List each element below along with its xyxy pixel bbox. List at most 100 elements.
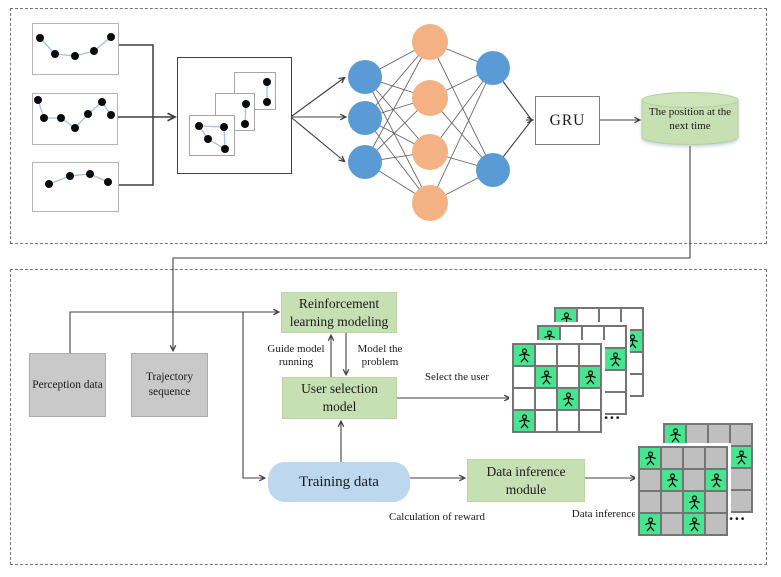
select-user-label: Select the user — [424, 371, 490, 383]
grid-cell — [708, 424, 730, 446]
grid-cell — [730, 468, 752, 490]
grid-cell — [639, 491, 661, 513]
data-inference-label: Data inference — [571, 508, 637, 520]
perception-data-box: Perception data — [29, 353, 106, 417]
grid-cell — [557, 410, 579, 432]
person-icon — [644, 450, 656, 465]
grid-cell-selected — [705, 469, 727, 491]
inference-module-label: Data inference module — [486, 463, 566, 497]
person-icon — [560, 311, 572, 326]
grid-cell — [604, 392, 626, 414]
nn-node — [412, 134, 448, 170]
trajectory-plot — [32, 23, 119, 75]
trajectory-sequence-label: Trajectory sequence — [145, 371, 194, 398]
grid-cell — [683, 469, 705, 491]
training-data-label: Training data — [299, 473, 379, 490]
rl-modeling-label: Reinforcement learning modeling — [289, 295, 389, 329]
trajectory-plot — [32, 93, 118, 145]
grid-cell — [621, 308, 643, 330]
grid-cell — [639, 469, 661, 491]
nn-node — [412, 24, 448, 60]
grid-cell — [604, 370, 626, 392]
grid-cell-selected — [683, 513, 705, 535]
nn-node — [348, 101, 382, 135]
grid-cell — [686, 424, 708, 446]
inference-grid-sheet — [638, 446, 728, 536]
grid-cell-selected — [555, 308, 577, 330]
grid-cell-selected — [661, 469, 683, 491]
selection-grid-sheet — [512, 343, 602, 433]
perception-data-label: Perception data — [32, 378, 103, 391]
nn-node — [476, 51, 510, 85]
grid-cell-selected — [513, 410, 535, 432]
grid-cell — [557, 344, 579, 366]
person-icon — [735, 449, 747, 464]
grid-cell — [579, 410, 601, 432]
grid-cell — [579, 344, 601, 366]
grid-cell — [535, 344, 557, 366]
grid-cell — [557, 366, 579, 388]
position-output-cylinder — [641, 92, 739, 145]
inference-grid-ellipsis: ... — [729, 505, 747, 524]
user-selection-box: User selection model — [282, 377, 397, 419]
cylinder-label: The position at the next time — [648, 106, 732, 133]
nn-node — [348, 145, 382, 179]
trajectory-sequence-box: Trajectory sequence — [131, 353, 208, 417]
grid-cell — [661, 491, 683, 513]
grid-cell-selected — [639, 513, 661, 535]
person-icon — [518, 413, 530, 428]
grid-cell-selected — [664, 424, 686, 446]
inference-module-box: Data inference module — [467, 459, 585, 502]
nn-node — [412, 185, 448, 221]
selection-section-frame — [10, 269, 767, 565]
person-icon — [584, 369, 596, 384]
person-icon — [688, 494, 700, 509]
model-problem-label: Model the problem — [357, 343, 403, 368]
grid-cell — [705, 491, 727, 513]
grid-cell — [683, 447, 705, 469]
grid-cell-selected — [730, 446, 752, 468]
person-icon — [562, 391, 574, 406]
person-icon — [669, 427, 681, 442]
prediction-section-frame — [10, 8, 767, 244]
gru-label: GRU — [549, 111, 586, 129]
grid-cell-selected — [513, 344, 535, 366]
grid-cell — [705, 447, 727, 469]
grid-cell — [535, 410, 557, 432]
grid-cell-selected — [639, 447, 661, 469]
nn-node — [348, 60, 382, 94]
person-icon — [540, 369, 552, 384]
grid-cell — [579, 388, 601, 410]
grid-cell — [604, 326, 626, 348]
grid-cell — [513, 366, 535, 388]
person-icon — [710, 472, 722, 487]
person-icon — [518, 347, 530, 362]
training-data-box: Training data — [268, 462, 410, 502]
reward-label: Calculation of reward — [389, 511, 485, 523]
grid-cell — [513, 388, 535, 410]
grid-cell — [661, 513, 683, 535]
grid-cell-selected — [535, 366, 557, 388]
trajectory-plot — [32, 162, 119, 212]
grid-cell — [661, 447, 683, 469]
grid-cell — [705, 513, 727, 535]
gru-box: GRU — [535, 96, 600, 145]
grid-cell-selected — [604, 348, 626, 370]
grid-cell — [730, 424, 752, 446]
person-icon — [644, 516, 656, 531]
window-frame — [189, 115, 235, 156]
grid-cell-selected — [683, 491, 705, 513]
person-icon — [688, 516, 700, 531]
nn-node — [476, 153, 510, 187]
user-selection-label: User selection model — [301, 381, 378, 414]
rl-modeling-box: Reinforcement learning modeling — [281, 292, 397, 333]
grid-cell-selected — [557, 388, 579, 410]
guide-model-label: Guide model running — [267, 343, 325, 368]
grid-cell — [535, 388, 557, 410]
nn-node — [412, 80, 448, 116]
selection-grid-ellipsis: ... — [604, 404, 622, 423]
person-icon — [626, 333, 638, 348]
